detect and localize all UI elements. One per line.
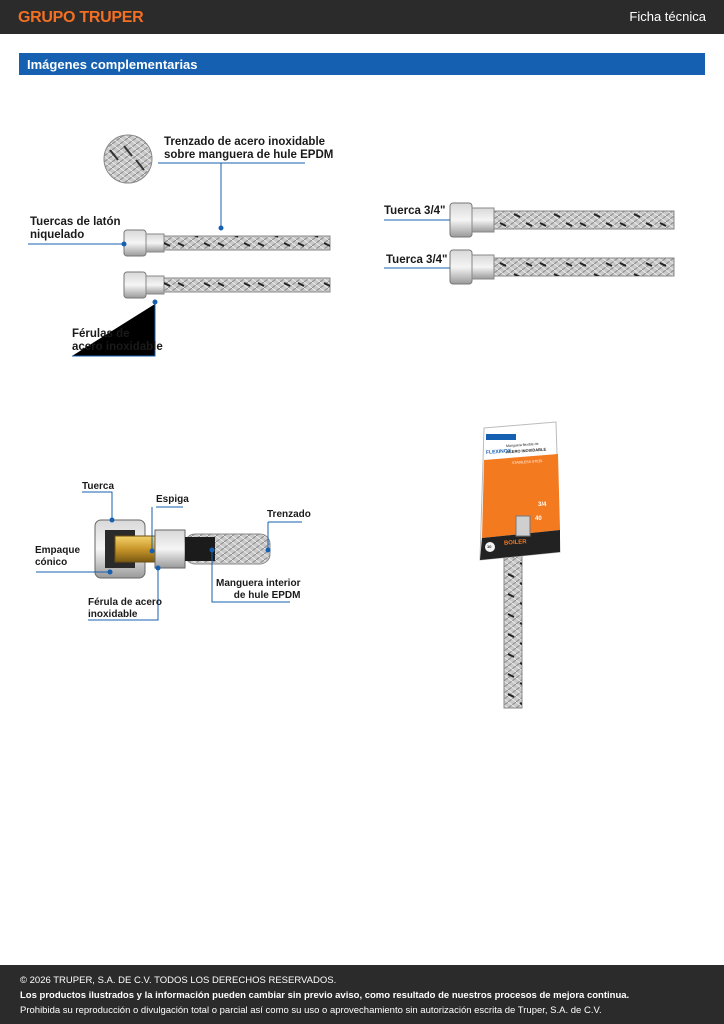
figure-hose-pair-callouts: Trenzado de acero inoxidable sobre mangu… xyxy=(0,0,362,380)
footer-copyright: © 2026 TRUPER, S.A. DE C.V. TODOS LOS DE… xyxy=(20,975,337,986)
logo-text-truper: TRUPER xyxy=(79,9,144,26)
label-nut-top: Tuerca 3/4" xyxy=(384,205,446,217)
label-braid: Trenzado de acero inoxidable sobre mangu… xyxy=(164,136,333,162)
footer: © 2026 TRUPER, S.A. DE C.V. TODOS LOS DE… xyxy=(0,965,724,1024)
section-header: Imágenes complementarias xyxy=(19,53,705,75)
label-cutaway-ferrule: Férula de acero inoxidable xyxy=(88,597,162,621)
hose-nut-illustration xyxy=(384,202,675,285)
cutaway-illustration xyxy=(36,491,302,621)
label-cutaway-braid: Trenzado xyxy=(267,509,311,520)
section-title: Imágenes complementarias xyxy=(27,57,198,72)
company-logo: GRUPO TRUPER xyxy=(18,9,144,27)
label-nuts-line1: Tuercas de latón xyxy=(30,216,121,228)
label-ferrules-line2: acero inoxidable xyxy=(72,341,163,353)
label-nuts-line2: niquelado xyxy=(30,229,85,241)
document-type-label: Ficha técnica xyxy=(629,9,706,24)
footer-notice: Los productos ilustrados y la informació… xyxy=(20,990,630,1001)
label-cutaway-ferrule-line1: Férula de acero xyxy=(88,597,162,608)
package-warranty: 10 xyxy=(487,544,492,549)
label-braid-line2: sobre manguera de hule EPDM xyxy=(164,149,334,161)
label-cutaway-ferrule-line2: inoxidable xyxy=(88,609,138,620)
label-ferrules: Férulas de acero inoxidable xyxy=(72,328,163,354)
label-cutaway-gasket: Empaque cónico xyxy=(35,545,80,569)
label-braid-line1: Trenzado de acero inoxidable xyxy=(164,136,326,148)
label-ferrules-line1: Férulas de xyxy=(72,328,130,340)
package-length: 40 xyxy=(535,516,542,522)
package-size: 3/4 xyxy=(538,502,547,508)
label-nut-bottom: Tuerca 3/4" xyxy=(386,254,448,266)
figure-hose-nut-sizes: Tuerca 3/4" Tuerca 3/4" xyxy=(362,0,724,380)
label-cutaway-gasket-line2: cónico xyxy=(35,557,68,568)
logo-text-grupo: GRUPO xyxy=(18,9,76,26)
label-nuts: Tuercas de latón niquelado xyxy=(30,216,121,242)
label-cutaway-hose: Manguera interior de hule EPDM xyxy=(216,578,300,602)
label-cutaway-hose-line2: de hule EPDM xyxy=(233,590,301,601)
figure-product-package: FLEXINOX Manguera flexible de ACERO INOX… xyxy=(476,420,566,710)
label-cutaway-spigot: Espiga xyxy=(156,494,189,505)
hose-pair-illustration xyxy=(28,134,331,357)
label-cutaway-nut: Tuerca xyxy=(82,481,115,492)
top-header-bar: GRUPO TRUPER Ficha técnica xyxy=(0,0,724,34)
product-package-illustration xyxy=(479,421,561,709)
label-cutaway-hose-line1: Manguera interior xyxy=(216,578,301,589)
label-cutaway-gasket-line1: Empaque xyxy=(35,545,81,556)
figure-cutaway: Tuerca Espiga Trenzado Empaque cónico Ma… xyxy=(0,470,362,640)
footer-prohibition: Prohibida su reproducción o divulgación … xyxy=(20,1005,602,1016)
